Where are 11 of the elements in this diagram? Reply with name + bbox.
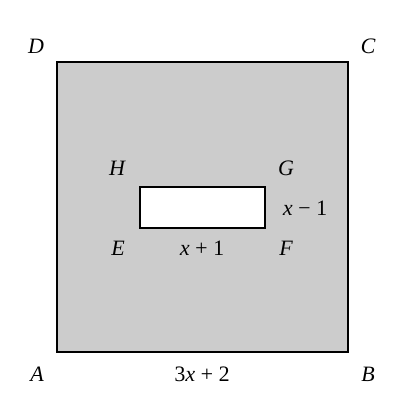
vertex-label: C xyxy=(360,35,376,57)
vertex-label: G xyxy=(278,157,294,179)
vertex-label: E xyxy=(111,237,125,259)
vertex-label: A xyxy=(30,363,44,385)
vertex-label: F xyxy=(279,237,293,259)
dimension-label: 3x + 2 xyxy=(174,363,230,385)
vertex-label: H xyxy=(109,157,125,179)
vertex-label: D xyxy=(28,35,44,57)
dimension-label: x − 1 xyxy=(282,197,328,219)
vertex-label: B xyxy=(361,363,375,385)
dimension-label: x + 1 xyxy=(180,237,224,259)
